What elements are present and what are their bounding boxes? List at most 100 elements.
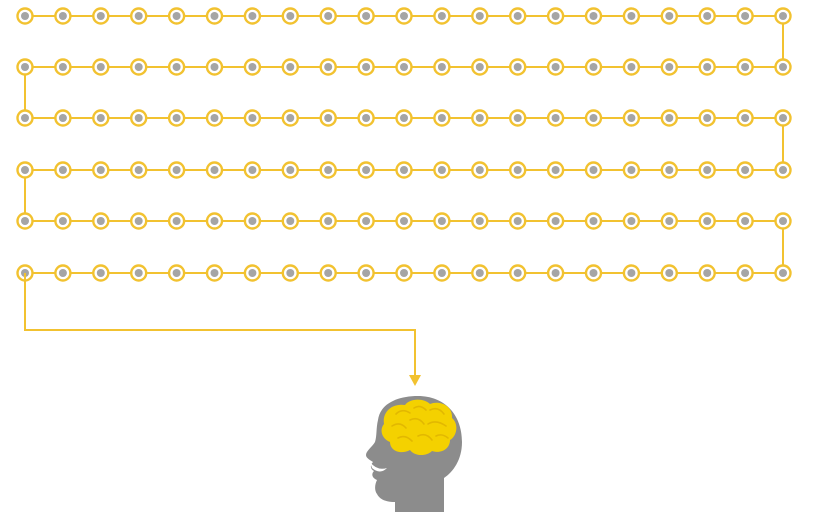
brain-icon bbox=[382, 400, 457, 455]
sequence-node bbox=[359, 266, 374, 281]
sequence-node bbox=[700, 60, 715, 75]
node-grid bbox=[18, 9, 791, 281]
sequence-node bbox=[738, 60, 753, 75]
sequence-node bbox=[169, 214, 184, 229]
sequence-node bbox=[738, 111, 753, 126]
sequence-node bbox=[472, 214, 487, 229]
sequence-node bbox=[510, 163, 525, 178]
sequence-node bbox=[397, 266, 412, 281]
sequence-node bbox=[510, 214, 525, 229]
sequence-node bbox=[55, 60, 70, 75]
node-connectors bbox=[25, 16, 783, 273]
sequence-node bbox=[93, 214, 108, 229]
sequence-node bbox=[662, 60, 677, 75]
sequence-node bbox=[510, 9, 525, 24]
sequence-node bbox=[397, 163, 412, 178]
sequence-node bbox=[321, 9, 336, 24]
sequence-node bbox=[472, 111, 487, 126]
sequence-node bbox=[548, 9, 563, 24]
sequence-node bbox=[548, 111, 563, 126]
sequence-node bbox=[245, 9, 260, 24]
sequence-node bbox=[283, 60, 298, 75]
sequence-node bbox=[245, 266, 260, 281]
sequence-node bbox=[359, 214, 374, 229]
sequence-node bbox=[131, 111, 146, 126]
sequence-node bbox=[776, 214, 791, 229]
sequence-node bbox=[18, 111, 33, 126]
arrow-down-icon bbox=[409, 375, 421, 386]
sequence-node bbox=[662, 214, 677, 229]
sequence-node bbox=[434, 266, 449, 281]
sequence-node bbox=[321, 214, 336, 229]
sequence-node bbox=[700, 111, 715, 126]
sequence-node bbox=[93, 111, 108, 126]
sequence-node bbox=[321, 163, 336, 178]
feed-line bbox=[25, 273, 415, 378]
sequence-node bbox=[738, 9, 753, 24]
sequence-node bbox=[700, 214, 715, 229]
sequence-node bbox=[548, 214, 563, 229]
sequence-node bbox=[510, 60, 525, 75]
sequence-node bbox=[624, 111, 639, 126]
sequence-node bbox=[93, 163, 108, 178]
sequence-node bbox=[586, 214, 601, 229]
sequence-node bbox=[131, 214, 146, 229]
sequence-node bbox=[738, 163, 753, 178]
sequence-node bbox=[245, 214, 260, 229]
sequence-node bbox=[55, 266, 70, 281]
sequence-node bbox=[207, 9, 222, 24]
sequence-node bbox=[397, 111, 412, 126]
sequence-node bbox=[472, 9, 487, 24]
sequence-node bbox=[434, 111, 449, 126]
sequence-node bbox=[131, 60, 146, 75]
sequence-node bbox=[434, 60, 449, 75]
sequence-node bbox=[245, 111, 260, 126]
sequence-node bbox=[662, 9, 677, 24]
sequence-node bbox=[321, 111, 336, 126]
sequence-node bbox=[359, 60, 374, 75]
sequence-node bbox=[472, 266, 487, 281]
sequence-node bbox=[586, 111, 601, 126]
sequence-node bbox=[131, 266, 146, 281]
sequence-node bbox=[169, 60, 184, 75]
sequence-node bbox=[776, 111, 791, 126]
sequence-node bbox=[776, 266, 791, 281]
sequence-node bbox=[510, 266, 525, 281]
sequence-node bbox=[510, 111, 525, 126]
sequence-node bbox=[624, 60, 639, 75]
sequence-node bbox=[18, 9, 33, 24]
sequence-node bbox=[472, 163, 487, 178]
sequence-node bbox=[397, 214, 412, 229]
sequence-node bbox=[700, 163, 715, 178]
sequence-node bbox=[359, 111, 374, 126]
sequence-node bbox=[283, 9, 298, 24]
sequence-node bbox=[283, 214, 298, 229]
sequence-node bbox=[700, 9, 715, 24]
sequence-node bbox=[169, 266, 184, 281]
sequence-node bbox=[55, 111, 70, 126]
sequence-node bbox=[245, 163, 260, 178]
sequence-node bbox=[624, 266, 639, 281]
sequence-node bbox=[207, 214, 222, 229]
sequence-node bbox=[662, 163, 677, 178]
sequence-node bbox=[169, 111, 184, 126]
sequence-node bbox=[586, 163, 601, 178]
sequence-node bbox=[169, 163, 184, 178]
sequence-node bbox=[169, 9, 184, 24]
sequence-node bbox=[321, 266, 336, 281]
sequence-node bbox=[397, 60, 412, 75]
sequence-node bbox=[738, 266, 753, 281]
sequence-node bbox=[18, 60, 33, 75]
sequence-node bbox=[397, 9, 412, 24]
sequence-node bbox=[662, 111, 677, 126]
sequence-node bbox=[624, 9, 639, 24]
sequence-node bbox=[55, 9, 70, 24]
sequence-node bbox=[548, 60, 563, 75]
sequence-node bbox=[624, 163, 639, 178]
sequence-node bbox=[738, 214, 753, 229]
sequence-node bbox=[93, 266, 108, 281]
sequence-node bbox=[55, 214, 70, 229]
sequence-node bbox=[434, 214, 449, 229]
sequence-node bbox=[245, 60, 260, 75]
